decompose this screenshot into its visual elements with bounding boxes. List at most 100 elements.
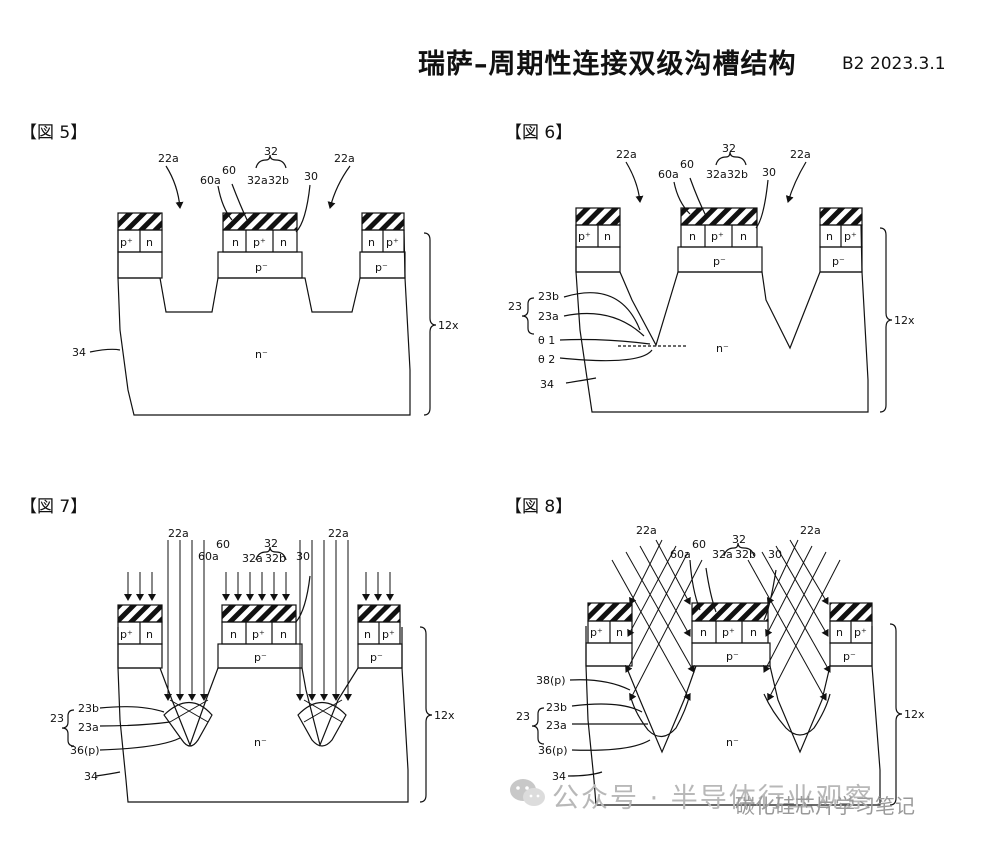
svg-text:23: 23 [516,710,530,723]
svg-text:n: n [826,230,833,243]
svg-text:p⁻: p⁻ [843,650,856,663]
svg-text:p⁺: p⁺ [120,236,133,249]
figure-7-labels: 22a 22a 32 60 60a 32a 32b 30 p⁺ n n p⁺ n… [50,527,455,783]
svg-text:32b: 32b [265,552,286,565]
svg-text:30: 30 [762,166,776,179]
svg-text:23b: 23b [546,701,567,714]
svg-text:p⁺: p⁺ [578,230,591,243]
figure-8 [531,539,903,806]
svg-text:60a: 60a [670,548,691,561]
svg-text:n: n [700,626,707,639]
svg-text:12x: 12x [434,709,455,722]
svg-text:p⁻: p⁻ [255,261,268,274]
svg-text:23: 23 [50,712,64,725]
svg-text:p⁻: p⁻ [726,650,739,663]
svg-text:12x: 12x [438,319,459,332]
svg-text:23a: 23a [538,310,559,323]
svg-text:36(p): 36(p) [70,744,100,757]
svg-text:22a: 22a [158,152,179,165]
svg-text:12x: 12x [894,314,915,327]
svg-text:n: n [146,628,153,641]
svg-text:p⁻: p⁻ [375,261,388,274]
svg-text:n: n [740,230,747,243]
svg-text:32a: 32a [712,548,733,561]
svg-text:22a: 22a [334,152,355,165]
svg-text:p⁻: p⁻ [370,651,383,664]
svg-text:p⁻: p⁻ [254,651,267,664]
svg-text:22a: 22a [790,148,811,161]
svg-text:32a: 32a [706,168,727,181]
svg-text:n: n [604,230,611,243]
svg-text:22a: 22a [328,527,349,540]
svg-text:32: 32 [732,533,746,546]
svg-text:n⁻: n⁻ [255,348,268,361]
svg-text:34: 34 [72,346,86,359]
svg-text:32b: 32b [268,174,289,187]
svg-text:32: 32 [264,537,278,550]
svg-text:32b: 32b [735,548,756,561]
svg-text:34: 34 [540,378,554,391]
figure-7 [61,540,433,803]
svg-text:n: n [368,236,375,249]
svg-text:30: 30 [296,550,310,563]
svg-text:p⁺: p⁺ [844,230,857,243]
svg-text:p⁺: p⁺ [590,626,603,639]
svg-text:n: n [689,230,696,243]
svg-text:34: 34 [84,770,98,783]
svg-text:60: 60 [216,538,230,551]
watermark-subtext: 碳化硅芯片学习笔记 [735,794,915,818]
svg-text:32: 32 [722,142,736,155]
svg-text:60: 60 [680,158,694,171]
figure-6 [521,151,893,413]
svg-text:30: 30 [304,170,318,183]
svg-text:23: 23 [508,300,522,313]
svg-text:n⁻: n⁻ [716,342,729,355]
svg-text:23a: 23a [546,719,567,732]
svg-text:60a: 60a [658,168,679,181]
watermark-text: 公众号 · 半导体行业观察 [552,783,874,814]
svg-text:n: n [230,628,237,641]
svg-text:p⁺: p⁺ [854,626,867,639]
svg-text:θ 1: θ 1 [538,334,555,347]
panel-label-fig8: 【図 8】 [505,497,573,517]
svg-text:23b: 23b [538,290,559,303]
svg-text:p⁺: p⁺ [722,626,735,639]
svg-text:60: 60 [692,538,706,551]
svg-text:p⁺: p⁺ [711,230,724,243]
svg-text:23b: 23b [78,702,99,715]
svg-text:p⁺: p⁺ [386,236,399,249]
panel-label-fig5: 【図 5】 [20,123,88,143]
svg-text:22a: 22a [800,524,821,537]
page-title: 瑞萨–周期性连接双级沟槽结构 [418,49,797,80]
svg-text:32a: 32a [247,174,268,187]
svg-text:n: n [232,236,239,249]
svg-text:60: 60 [222,164,236,177]
wechat-icon [510,779,545,806]
svg-text:38(p): 38(p) [536,674,566,687]
svg-text:n: n [280,628,287,641]
svg-text:22a: 22a [168,527,189,540]
page-subtitle: B2 2023.3.1 [842,54,946,74]
svg-text:60a: 60a [200,174,221,187]
svg-text:n: n [146,236,153,249]
figure-8-labels: 22a 22a 32 60 60a 32a 32b 30 p⁺ n n p⁺ n… [516,524,925,783]
svg-text:32: 32 [264,145,278,158]
svg-text:n⁻: n⁻ [254,736,267,749]
svg-text:p⁺: p⁺ [253,236,266,249]
svg-text:θ 2: θ 2 [538,353,555,366]
svg-text:n⁻: n⁻ [726,736,739,749]
figure-5-labels: 22a 22a 32 60 60a 32a 32b 30 p⁺ n n p⁺ n… [72,145,459,361]
panel-label-fig6: 【図 6】 [505,123,573,143]
svg-text:30: 30 [768,548,782,561]
svg-text:36(p): 36(p) [538,744,568,757]
svg-text:n: n [836,626,843,639]
svg-text:p⁻: p⁻ [713,255,726,268]
figure-5 [89,154,437,416]
svg-text:22a: 22a [636,524,657,537]
svg-text:n: n [616,626,623,639]
svg-text:12x: 12x [904,708,925,721]
svg-text:34: 34 [552,770,566,783]
svg-text:p⁺: p⁺ [120,628,133,641]
svg-text:p⁺: p⁺ [252,628,265,641]
